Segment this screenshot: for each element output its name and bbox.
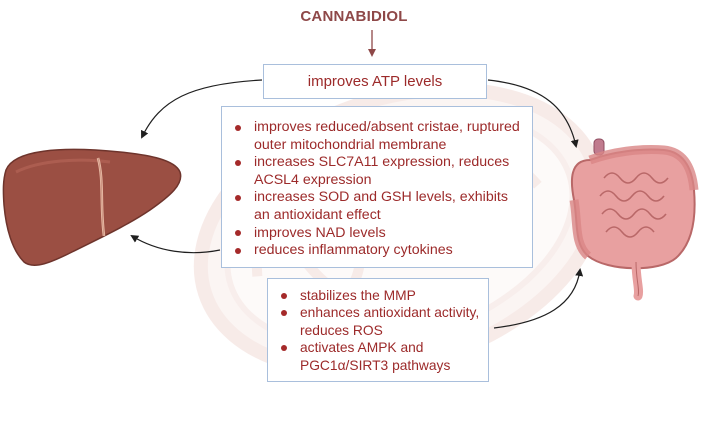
bottom-effects-box: stabilizes the MMP enhances antioxidant … [267,278,489,382]
bottom-effect-item: activates AMPK and PGC1α/SIRT3 pathways [278,339,482,374]
middle-effect-item: improves NAD levels [232,225,526,243]
middle-effect-item: reduces inflammatory cytokines [232,242,526,260]
bottom-effect-item: enhances antioxidant activity, reduces R… [278,304,482,339]
middle-effect-item: increases SLC7A11 expression, reduces AC… [232,154,526,189]
middle-effects-box: improves reduced/absent cristae, rupture… [221,106,533,268]
liver-icon [2,148,182,266]
arrow-to-liver-bottom [130,234,221,254]
middle-effect-item: improves reduced/absent cristae, rupture… [232,119,526,154]
atp-box: improves ATP levels [263,64,487,99]
middle-effect-item: increases SOD and GSH levels, exhibits a… [232,189,526,224]
diagram-title: CANNABIDIOL [300,8,408,25]
arrow-to-intestine-top [487,79,579,148]
bottom-effect-item: stabilizes the MMP [278,287,482,304]
arrow-to-liver-top [141,79,263,139]
arrow-to-intestine-bottom [493,268,584,329]
intestine-icon [569,138,699,301]
